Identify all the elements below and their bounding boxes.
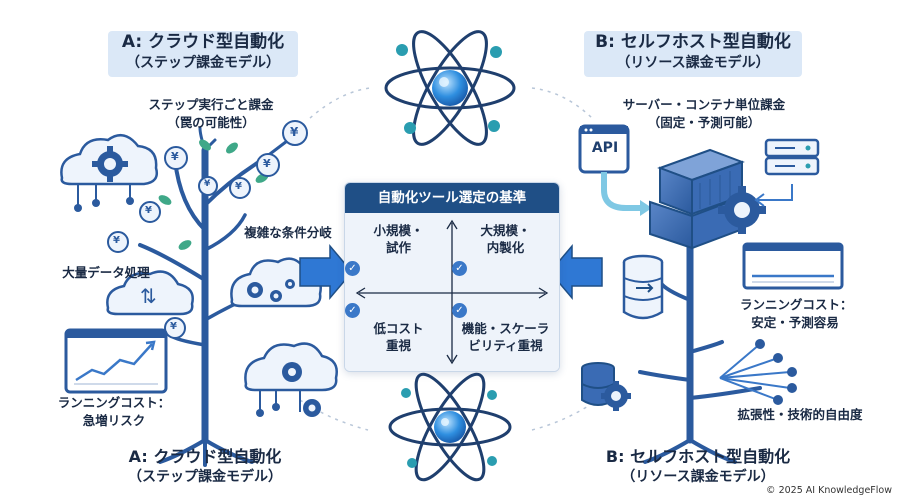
top-atom-icon [384, 30, 516, 146]
server-billing-line2: （固定・予測可能） [647, 114, 761, 130]
complex-branching-text: 複雑な条件分岐 [244, 225, 332, 240]
right-tree [638, 226, 762, 464]
left-header-subtitle: （ステップ課金モデル） [126, 54, 280, 71]
right-footer-subtitle: （リソース課金モデル） [621, 468, 775, 485]
data-sync-cloud-icon [106, 270, 194, 316]
extensibility-network-icon [719, 343, 791, 401]
left-footer-subtitle: （ステップ課金モデル） [128, 468, 282, 485]
right-header-subtitle: （リソース課金モデル） [616, 54, 770, 71]
sync-arrows-icon: ⇅ [140, 284, 157, 308]
quadrant-low-cost-line2: 重視 [385, 337, 411, 353]
rising-cost-chart-icon [64, 328, 168, 394]
quadrant-large-scale: 大規模・ 内製化 ✓ [452, 223, 559, 276]
yen-coin-icon: ¥ [170, 321, 177, 332]
api-label: API [591, 140, 619, 156]
left-footer: A: クラウド型自動化 （ステップ課金モデル） [90, 446, 320, 486]
dashed-orbit-connectors [299, 87, 601, 431]
panel-title: 自動化ツール選定の基準 [345, 183, 559, 213]
left-running-cost-line2: 急増リスク [82, 412, 146, 428]
quadrant-large-scale-line2: 内製化 [486, 239, 525, 255]
bulk-data-text: 大量データ処理 [62, 265, 150, 280]
extensibility-text: 拡張性・技術的自由度 [737, 407, 863, 422]
quadrant-small-scale-line1: 小規模・ [373, 223, 424, 238]
left-header: A: クラウド型自動化 （ステップ課金モデル） [108, 31, 298, 77]
api-icon [578, 124, 652, 216]
yen-coin-icon: ¥ [235, 181, 242, 192]
server-rack-icon [754, 138, 820, 207]
yen-coin-icon: ¥ [113, 235, 120, 246]
bulk-data-label: 大量データ処理 [58, 264, 154, 282]
right-footer-title: B: セルフホスト型自動化 [605, 447, 791, 466]
left-header-title: A: クラウド型自動化 [121, 32, 285, 52]
storage-gear-icon [581, 362, 631, 411]
quadrant-low-cost-line1: 低コスト [373, 321, 424, 336]
step-billing-line1: ステップ実行ごと課金 [148, 97, 274, 112]
right-running-cost-label: ランニングコスト： 安定・予測容易 [740, 296, 853, 331]
yen-coin-icon: ¥ [171, 150, 179, 163]
quadrant-low-cost: ✓ 低コスト 重視 [345, 303, 452, 355]
yen-coin-icon: ¥ [145, 205, 152, 216]
yen-coin-icon: ¥ [263, 157, 271, 170]
selection-criteria-panel: 自動化ツール選定の基準 小規模・ 試作 ✓ 大規模・ 内製化 ✓ ✓ 低コスト … [344, 182, 560, 372]
step-billing-label: ステップ実行ごと課金 （罠の可能性） [136, 96, 286, 131]
check-icon: ✓ [452, 260, 467, 276]
extensibility-label: 拡張性・技術的自由度 [730, 406, 870, 424]
complex-branching-label: 複雑な条件分岐 [238, 224, 338, 242]
bottom-atom-icon [388, 372, 512, 482]
right-running-cost-line2: 安定・予測容易 [751, 314, 839, 330]
copyright-text: © 2025 AI KnowledgeFlow [766, 485, 892, 496]
right-footer: B: セルフホスト型自動化 （リソース課金モデル） [578, 446, 818, 486]
left-tree-coins [107, 120, 308, 339]
yen-coin-icon: ¥ [290, 125, 299, 139]
right-arrow-into-panel [549, 243, 603, 301]
check-icon: ✓ [345, 260, 360, 276]
left-footer-title: A: クラウド型自動化 [128, 447, 282, 466]
check-icon: ✓ [345, 303, 360, 318]
quadrant-scalability: ✓ 機能・スケーラ ビリティ重視 [452, 303, 559, 355]
right-running-cost-line1: ランニングコスト： [740, 297, 853, 312]
server-billing-label: サーバー・コンテナ単位課金 （固定・予測可能） [616, 96, 792, 131]
quadrant-small-scale-line2: 試作 [385, 239, 411, 255]
left-arrow-into-panel [299, 243, 353, 301]
right-header: B: セルフホスト型自動化 （リソース課金モデル） [584, 31, 802, 77]
yen-coin-icon: ¥ [204, 179, 211, 189]
right-header-title: B: セルフホスト型自動化 [595, 32, 791, 52]
quadrant-small-scale: 小規模・ 試作 ✓ [345, 223, 452, 276]
check-icon: ✓ [452, 303, 467, 318]
database-icon [622, 254, 664, 320]
container-stack-icon [649, 148, 766, 250]
bottom-gear-cloud-icon [244, 342, 338, 417]
left-running-cost-line1: ランニングコスト： [57, 395, 171, 410]
quadrant-scalability-line1: 機能・スケーラ [461, 321, 550, 336]
quadrant-large-scale-line1: 大規模・ [480, 223, 531, 238]
left-gear-cloud-icon [60, 133, 158, 212]
panel-body: 小規模・ 試作 ✓ 大規模・ 内製化 ✓ ✓ 低コスト 重視 ✓ 機能・スケーラ… [345, 213, 559, 371]
quadrant-scalability-line2: ビリティ重視 [468, 337, 543, 353]
step-billing-line2: （罠の可能性） [167, 114, 255, 130]
stable-cost-chart-icon [742, 242, 844, 290]
left-running-cost-label: ランニングコスト： 急増リスク [56, 394, 172, 429]
quadrant-axes [355, 219, 549, 365]
server-billing-line1: サーバー・コンテナ単位課金 [622, 97, 786, 112]
